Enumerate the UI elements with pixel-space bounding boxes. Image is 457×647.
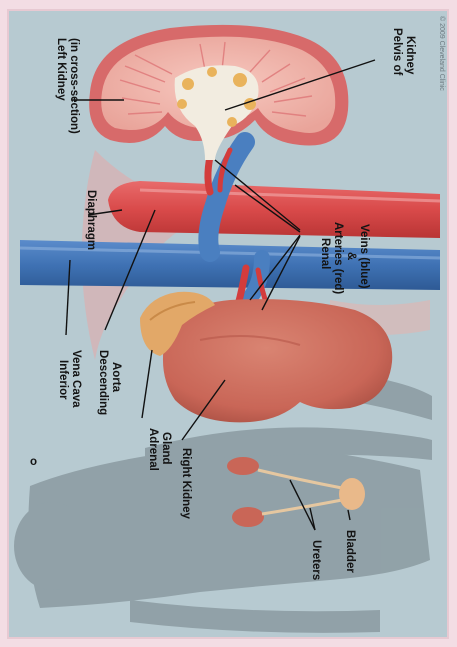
label-renal: Renal xyxy=(319,238,331,269)
label-renal-amp: & xyxy=(345,252,357,260)
copyright-text: © 2009 Cleveland Clinic xyxy=(438,16,446,91)
left-kidney-cross-section xyxy=(89,25,348,160)
label-ureters: Ureters xyxy=(310,540,322,580)
label-renal-arteries: Arteries (red) xyxy=(332,222,344,294)
label-renal-veins: Veins (blue) xyxy=(358,224,370,289)
label-adrenal-sub: Gland xyxy=(160,432,172,465)
label-left-kidney-sub: (in cross-section) xyxy=(68,38,80,134)
label-diaphragm: Diaphragm xyxy=(85,190,97,250)
label-aorta-sub: Aorta xyxy=(110,362,122,393)
stray-mark: o xyxy=(30,456,37,468)
label-ivc-sub: Vena Cava xyxy=(70,350,82,408)
mini-kidney-lower xyxy=(232,507,264,527)
label-left-kidney: Left Kidney xyxy=(55,38,67,101)
label-pelvis-sub: Kidney xyxy=(404,36,416,75)
label-adrenal: Adrenal xyxy=(147,428,159,471)
mini-kidney-upper xyxy=(227,457,259,475)
label-right-kidney: Right Kidney xyxy=(180,448,192,520)
label-ivc: Inferior xyxy=(57,360,69,400)
label-aorta: Descending xyxy=(97,350,109,415)
mini-bladder xyxy=(339,478,365,510)
right-kidney xyxy=(163,299,392,422)
label-bladder: Bladder xyxy=(344,530,356,573)
label-pelvis: Pelvis of xyxy=(391,28,403,75)
